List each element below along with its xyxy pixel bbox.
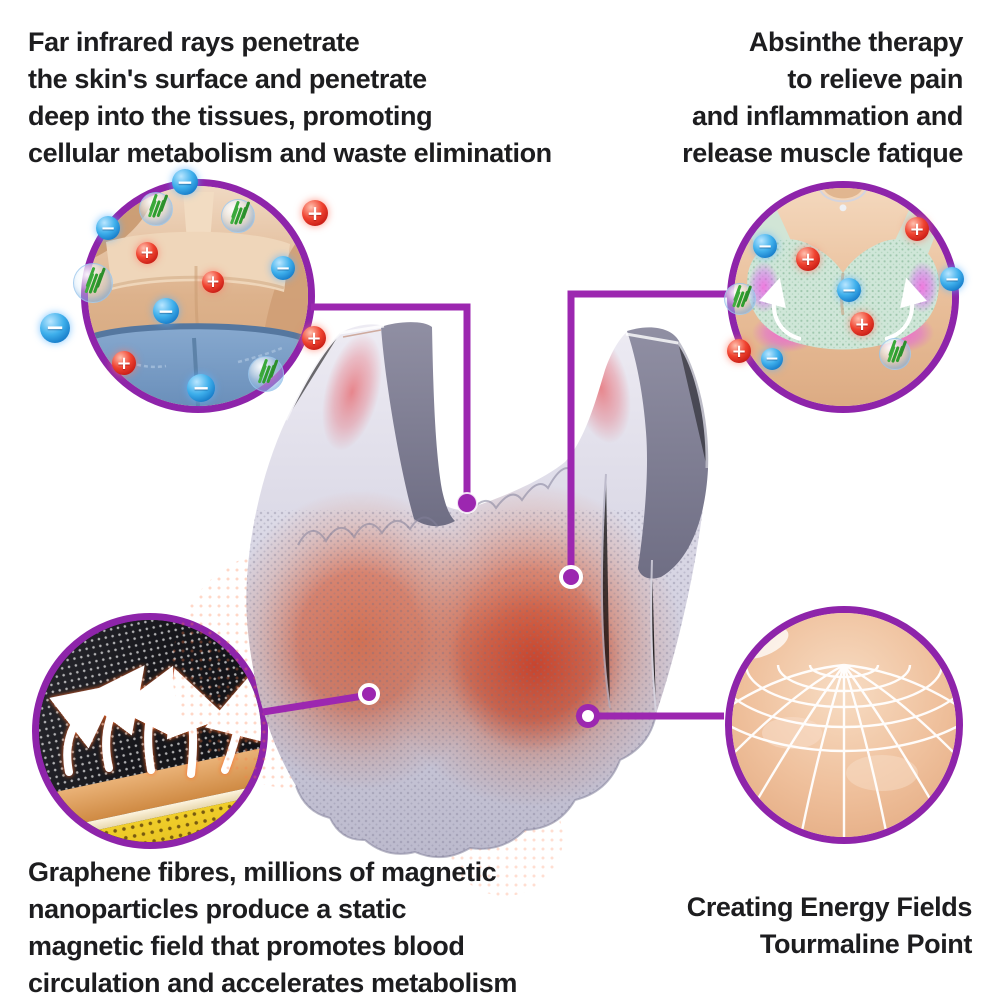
energy-grid <box>732 663 956 837</box>
latitude <box>732 694 956 729</box>
right-strap-underside <box>627 327 709 579</box>
jeans-stitching <box>117 346 283 369</box>
left-fold-seam <box>342 329 382 338</box>
meridian <box>750 664 845 810</box>
lace-scallop-trim <box>295 467 657 859</box>
meridian <box>732 663 845 757</box>
callout-line-top-left <box>311 303 471 494</box>
annotation-line: nanoparticles produce a static <box>28 894 407 924</box>
annotation-top-right: Absinthe therapy to relieve pain and inf… <box>682 24 963 172</box>
annotation-line: Absinthe therapy <box>748 27 964 57</box>
lace-texture <box>246 510 703 858</box>
jeans-waistband <box>88 323 308 343</box>
necklace-chain <box>818 188 868 203</box>
left-strap-underside <box>381 322 455 527</box>
callout-line-top-right <box>567 290 727 566</box>
annotation-line: release muscle fatique <box>682 138 963 168</box>
latitude <box>732 725 956 753</box>
lift-arrow-right <box>884 277 927 341</box>
annotation-line: deep into the tissues, promoting <box>28 101 433 131</box>
lift-arrow-left <box>759 277 802 341</box>
callout-dot-top-left <box>456 492 478 514</box>
annotation-top-left: Far infrared rays penetrate the skin's s… <box>28 24 552 172</box>
left-strap-fold <box>339 324 385 335</box>
meridian <box>842 664 888 832</box>
side-seam <box>650 559 657 713</box>
meridian <box>843 664 938 810</box>
necklace-pendant <box>839 204 847 212</box>
callout-dot-bottom-right <box>576 704 600 728</box>
meridian <box>843 663 956 757</box>
meridian <box>732 663 845 707</box>
left-cup-scallops <box>297 516 439 546</box>
meridian <box>843 663 956 707</box>
neck-shadow <box>823 188 863 199</box>
annotation-line: cellular metabolism and waste eliminatio… <box>28 138 552 168</box>
lift-arrows <box>759 277 927 341</box>
annotation-bottom-left: Graphene fibres, millions of magnetic na… <box>28 854 517 1000</box>
annotation-line: and inflammation and <box>691 101 963 131</box>
callout-line-bottom-left <box>262 692 364 716</box>
annotation-line: Creating Energy Fields <box>686 892 973 922</box>
annotation-line: Tourmaline Point <box>759 929 973 959</box>
inset-tourmaline-energy-field <box>725 606 963 844</box>
callout-lines <box>262 290 727 720</box>
annotation-bottom-right: Creating Energy Fields Tourmaline Point <box>686 889 973 963</box>
left-edge-highlight <box>284 331 342 421</box>
annotation-line: circulation and accelerates metabolism <box>28 968 518 998</box>
latitude <box>808 664 880 679</box>
callout-dot-top-right <box>559 565 583 589</box>
meridian <box>800 664 846 832</box>
right-cup-scallops <box>469 467 573 513</box>
inset-graphene-fibres <box>32 613 268 849</box>
annotation-line: magnetic field that promotes blood <box>28 931 465 961</box>
right-edge-highlight <box>676 341 709 469</box>
side-panel-seam <box>600 473 611 709</box>
band-seam <box>111 275 285 290</box>
lace-motif <box>846 755 918 791</box>
latitude <box>744 664 944 709</box>
right-strap-fold <box>625 332 679 345</box>
seam-lines <box>284 324 709 713</box>
annotation-line: Graphene fibres, millions of magnetic <box>28 857 497 887</box>
up-arrow-3 <box>115 665 174 774</box>
bottom-scallop-edge <box>295 713 657 859</box>
annotation-line: the skin's surface and penetrate <box>28 64 427 94</box>
latitude <box>776 664 912 693</box>
annotation-line: to relieve pain <box>787 64 963 94</box>
callout-dot-bottom-left <box>358 683 380 705</box>
annotation-line: Far infrared rays penetrate <box>28 27 360 57</box>
left-strap-glow <box>322 333 382 451</box>
